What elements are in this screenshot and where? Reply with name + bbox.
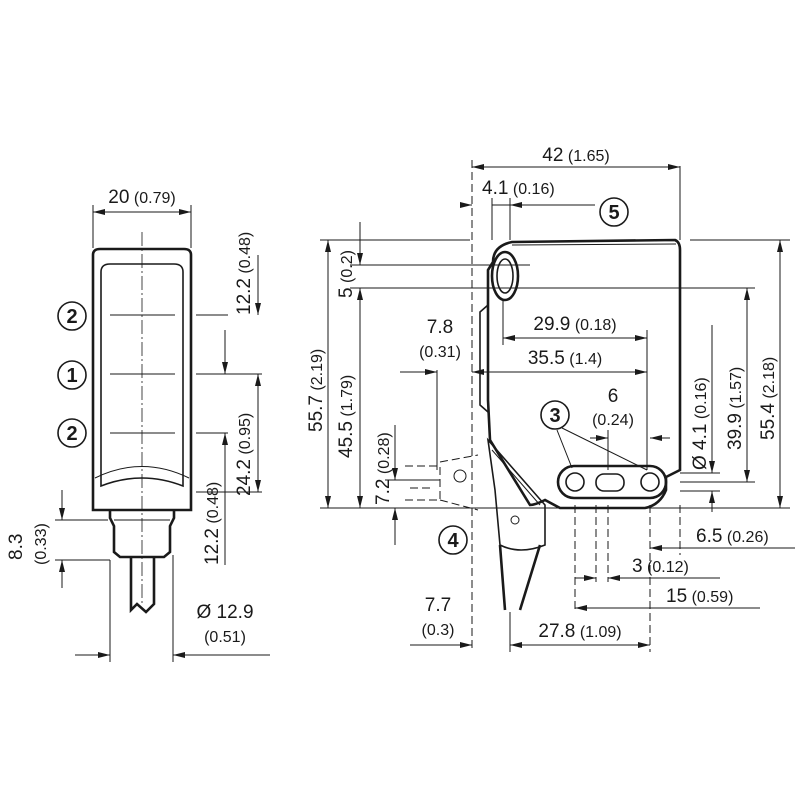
dim-cable-exit: 7.7	[425, 595, 451, 616]
callout-2-bottom: 2	[57, 418, 87, 448]
svg-text:1: 1	[66, 365, 77, 387]
svg-text:3: 3	[549, 405, 560, 427]
callout-4: 4	[438, 525, 468, 555]
side-view: 20 (0.79) 12.2 (0.48) 24.2 (0.95) 12.2 (…	[6, 187, 270, 662]
dim-hole-spacing: 35.5 (1.4)	[528, 348, 602, 369]
svg-text:2: 2	[66, 306, 77, 328]
dim-hole-diameter: Ø 4.1 (0.16)	[690, 377, 711, 470]
dim-lower-offset: 12.2 (0.48)	[202, 482, 223, 565]
dim-slot-to-base: 45.5 (1.79)	[336, 375, 357, 458]
sensor-body-front	[405, 238, 682, 611]
dim-cable-height: 7.2 (0.28)	[373, 432, 394, 505]
dim-cable-offset: 7.8	[427, 317, 453, 338]
extension-lines	[471, 160, 681, 652]
sensor-body-side	[91, 247, 193, 614]
front-view: 42 (1.65) 4.1 (0.16) 5 55.7 (2.19) 5 (0.…	[306, 145, 795, 652]
dim-cable-exit-in: (0.3)	[422, 622, 455, 639]
dim-lens-span: 24.2 (0.95)	[234, 413, 255, 496]
dim-hole-pitch-in: (0.24)	[592, 412, 634, 429]
svg-text:4: 4	[447, 530, 459, 552]
dim-connector-length: 8.3	[6, 534, 27, 560]
dim-slot-offset: 4.1 (0.16)	[482, 178, 555, 199]
callout-5: 5	[599, 197, 629, 227]
dim-hole-edge: 6.5 (0.26)	[696, 526, 769, 547]
dim-cable-offset-in: (0.31)	[419, 344, 461, 361]
dim-hole-height: 39.9 (1.57)	[725, 367, 746, 450]
dim-slot-width: 3 (0.12)	[632, 556, 689, 577]
dim-connector-diameter-in: (0.51)	[204, 629, 246, 646]
dim-connector-diameter: Ø 12.9	[196, 602, 253, 623]
svg-text:2: 2	[66, 423, 77, 445]
dim-slot-height: 5 (0.2)	[336, 250, 357, 298]
dim-hole-spacing-top: 29.9 (0.18)	[533, 314, 616, 335]
dim-hole-offset: 15 (0.59)	[666, 586, 733, 607]
dim-hole-pitch: 6	[608, 386, 619, 407]
callout-3: 3	[540, 400, 648, 471]
dim-overall-width: 42 (1.65)	[542, 145, 609, 166]
dim-connector-length-in: (0.33)	[33, 523, 50, 565]
dim-cable-to-hole: 27.8 (1.09)	[538, 621, 621, 642]
callout-1: 1	[57, 360, 87, 390]
dim-width: 20 (0.79)	[108, 187, 175, 208]
dim-upper-offset: 12.2 (0.48)	[234, 232, 255, 315]
dim-overall-height: 55.7 (2.19)	[306, 349, 327, 432]
dim-right-height: 55.4 (2.18)	[758, 357, 779, 440]
svg-text:5: 5	[608, 202, 619, 224]
callout-2-top: 2	[57, 301, 87, 331]
